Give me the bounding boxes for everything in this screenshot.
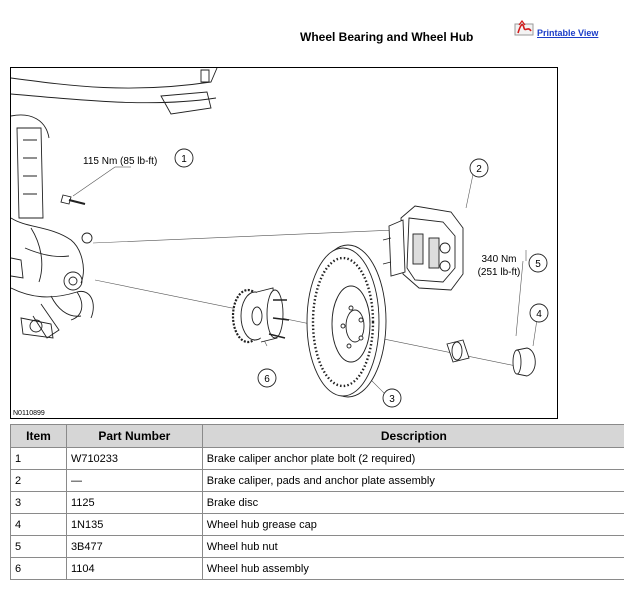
- table-row: 3 1125 Brake disc: [10, 491, 624, 514]
- cell-item: 4: [10, 513, 67, 536]
- printable-view-link-group[interactable]: Printable View: [514, 20, 599, 38]
- cell-description: Brake caliper, pads and anchor plate ass…: [201, 469, 624, 492]
- table-row: 5 3B477 Wheel hub nut: [10, 535, 624, 558]
- column-header-description: Description: [201, 424, 624, 448]
- torque-label-item-1: 115 Nm (85 lb-ft): [83, 156, 157, 167]
- exploded-view-diagram: 115 Nm (85 lb-ft) 340 Nm (251 lb-ft) 1 2…: [10, 67, 558, 419]
- cell-part-number: —: [65, 469, 203, 492]
- wheel-hub-nut-illustration: [446, 339, 470, 363]
- cell-description: Wheel hub nut: [201, 535, 624, 558]
- table-header-row: Item Part Number Description: [10, 424, 624, 448]
- cell-part-number: 1N135: [65, 513, 203, 536]
- svg-text:1: 1: [181, 154, 187, 165]
- column-header-item: Item: [10, 424, 67, 448]
- printable-view-link[interactable]: Printable View: [537, 28, 599, 38]
- svg-text:5: 5: [535, 259, 541, 270]
- callout-4: 4: [529, 303, 549, 323]
- leader-lines: [72, 159, 540, 399]
- page-title: Wheel Bearing and Wheel Hub: [300, 30, 474, 44]
- cell-part-number: W710233: [65, 447, 203, 470]
- table-row: 6 1104 Wheel hub assembly: [10, 557, 624, 580]
- svg-text:4: 4: [536, 309, 542, 320]
- parts-table: Item Part Number Description 1 W710233 B…: [10, 424, 624, 580]
- cell-part-number: 1125: [65, 491, 203, 514]
- anchor-plate-bolt-illustration: [60, 194, 86, 205]
- cell-item: 3: [10, 491, 67, 514]
- cell-part-number: 3B477: [65, 535, 203, 558]
- callout-6: 6: [257, 368, 277, 388]
- pdf-icon[interactable]: [514, 20, 534, 36]
- callout-5: 5: [528, 253, 548, 273]
- cell-description: Wheel hub assembly: [201, 557, 624, 580]
- column-header-part-number: Part Number: [65, 424, 203, 448]
- torque-label-item-5-line1: 340 Nm: [481, 254, 516, 265]
- svg-text:2: 2: [476, 164, 482, 175]
- callout-2: 2: [469, 158, 489, 178]
- svg-text:6: 6: [264, 374, 270, 385]
- table-row: 4 1N135 Wheel hub grease cap: [10, 513, 624, 536]
- wheel-hub-illustration: [231, 287, 290, 344]
- table-row: 1 W710233 Brake caliper anchor plate bol…: [10, 447, 624, 470]
- torque-label-item-5-line2: (251 lb-ft): [478, 267, 521, 278]
- svg-text:3: 3: [389, 394, 395, 405]
- grease-cap-illustration: [512, 347, 536, 377]
- callout-3: 3: [382, 388, 402, 408]
- steering-knuckle-illustration: [11, 68, 218, 339]
- cell-item: 2: [10, 469, 67, 492]
- callout-1: 1: [174, 148, 194, 168]
- cell-item: 6: [10, 557, 67, 580]
- figure-id-label: N0110899: [13, 410, 45, 417]
- cell-description: Brake caliper anchor plate bolt (2 requi…: [201, 447, 624, 470]
- cell-description: Brake disc: [201, 491, 624, 514]
- cell-item: 1: [10, 447, 67, 470]
- cell-part-number: 1104: [65, 557, 203, 580]
- brake-caliper-illustration: [382, 205, 464, 291]
- table-row: 2 — Brake caliper, pads and anchor plate…: [10, 469, 624, 492]
- cell-item: 5: [10, 535, 67, 558]
- cell-description: Wheel hub grease cap: [201, 513, 624, 536]
- brake-disc-illustration: [306, 244, 387, 398]
